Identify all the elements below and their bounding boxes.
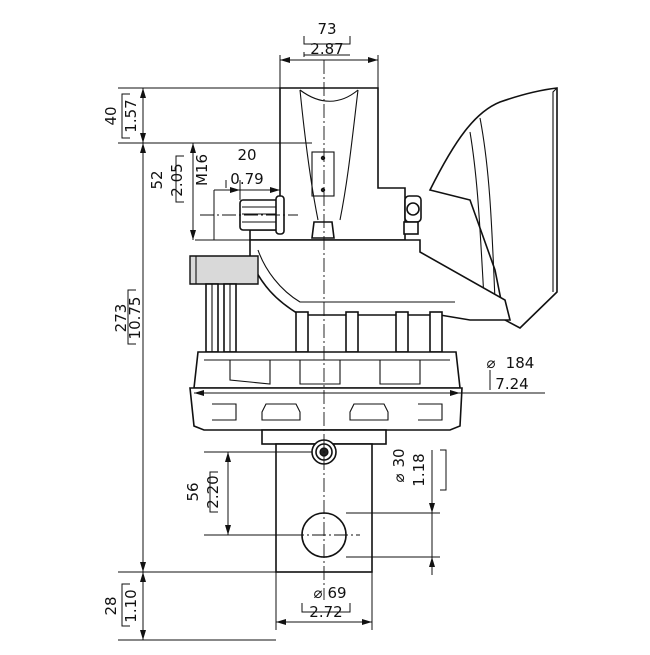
hole-diameter-mm: 30	[390, 448, 408, 467]
thread-width-mm: 20	[237, 146, 256, 164]
side-block	[189, 255, 259, 285]
bottom-height-inch: 1.10	[122, 589, 140, 622]
bolt-offset-inch: 2.05	[168, 163, 186, 196]
center-lines	[200, 60, 360, 600]
top-width-mm: 73	[317, 20, 336, 38]
flange-diameter-inch: 7.24	[495, 375, 528, 393]
top-height-mm: 40	[102, 106, 120, 125]
extension-lines	[118, 55, 545, 641]
bolt-offset-mm: 52	[148, 170, 166, 189]
shaft-diameter-symbol: ⌀	[313, 584, 322, 602]
shaft-height-mm: 56	[184, 482, 202, 501]
thread-label: M16	[193, 154, 211, 186]
shaft-diameter-mm: 69	[327, 584, 346, 602]
hole-diameter-inch: 1.18	[410, 453, 428, 486]
column-bars	[205, 283, 443, 353]
motor-housing	[249, 239, 512, 321]
overall-height-inch: 10.75	[126, 297, 144, 340]
flange-diameter-mm: 184	[506, 354, 535, 372]
rotation-flange	[189, 387, 463, 431]
grease-nipple	[403, 195, 422, 235]
bottom-height-mm: 28	[102, 596, 120, 615]
inch-boxes	[121, 36, 491, 627]
overall-height-mm: 273	[112, 304, 130, 333]
shaft-height-inch: 2.20	[204, 475, 222, 508]
dimension-labels: 73 2.87 40 1.57 52 2.05 M16 20 0.79 273 …	[102, 20, 534, 623]
dimension-lines	[140, 57, 545, 640]
top-width-inch: 2.87	[310, 40, 343, 58]
flange-diameter-symbol: ⌀	[486, 354, 495, 372]
thread-width-inch: 0.79	[230, 170, 263, 188]
shaft-diameter-inch: 2.72	[309, 603, 342, 621]
top-height-inch: 1.57	[122, 99, 140, 132]
hose-guard	[428, 87, 558, 329]
hole-diameter-symbol: ⌀	[390, 473, 408, 482]
